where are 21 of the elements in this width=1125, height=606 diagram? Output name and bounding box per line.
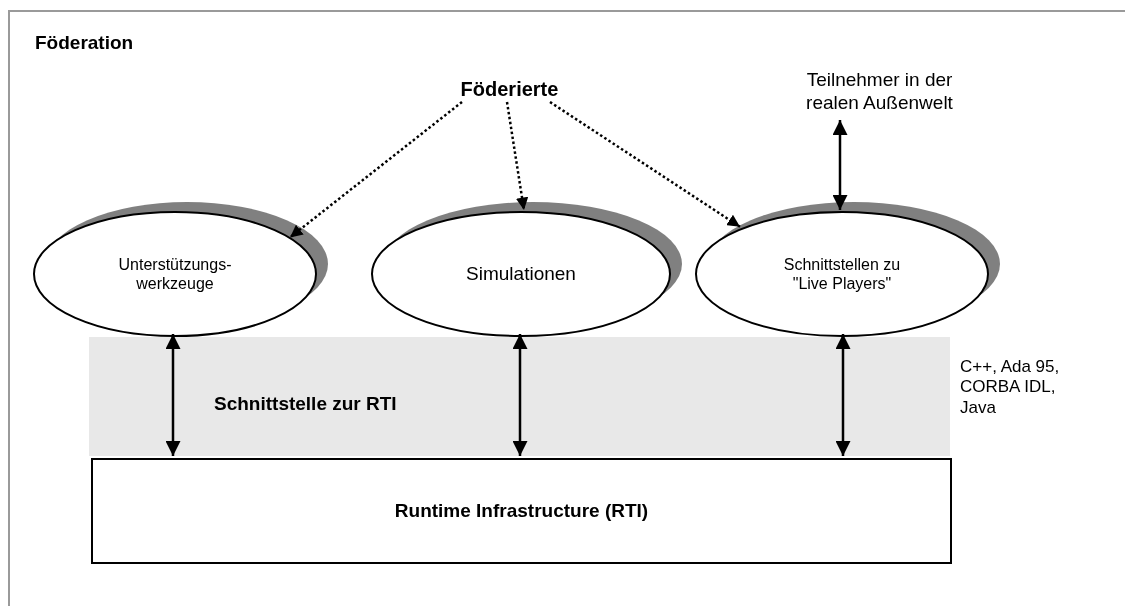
arrow — [549, 100, 741, 228]
node-label: Schnittstellen zu "Live Players" — [782, 254, 902, 294]
node-label: Runtime Infrastructure (RTI) — [393, 499, 650, 523]
ellipse-node — [370, 200, 684, 338]
diagram-frame — [8, 10, 1125, 606]
arrow — [835, 334, 851, 456]
band-label: Schnittstelle zur RTI — [214, 393, 398, 416]
arrow — [512, 334, 528, 456]
language-note: C++, Ada 95, CORBA IDL, Java — [960, 357, 1061, 419]
frame-heading: Föderation — [35, 32, 134, 55]
node-label: Unterstützungs- werkzeuge — [117, 254, 233, 294]
node-label: Föderierte — [459, 77, 560, 101]
arrow — [505, 101, 529, 211]
ellipse-node — [694, 200, 1002, 338]
node-label: Teilnehmer in der realen Außenwelt — [805, 69, 954, 115]
infrastructure-box — [91, 458, 952, 564]
ellipse-node — [32, 200, 330, 338]
arrow — [165, 334, 181, 456]
arrow — [832, 120, 848, 210]
arrow — [289, 101, 463, 239]
node-label: Simulationen — [465, 262, 577, 286]
